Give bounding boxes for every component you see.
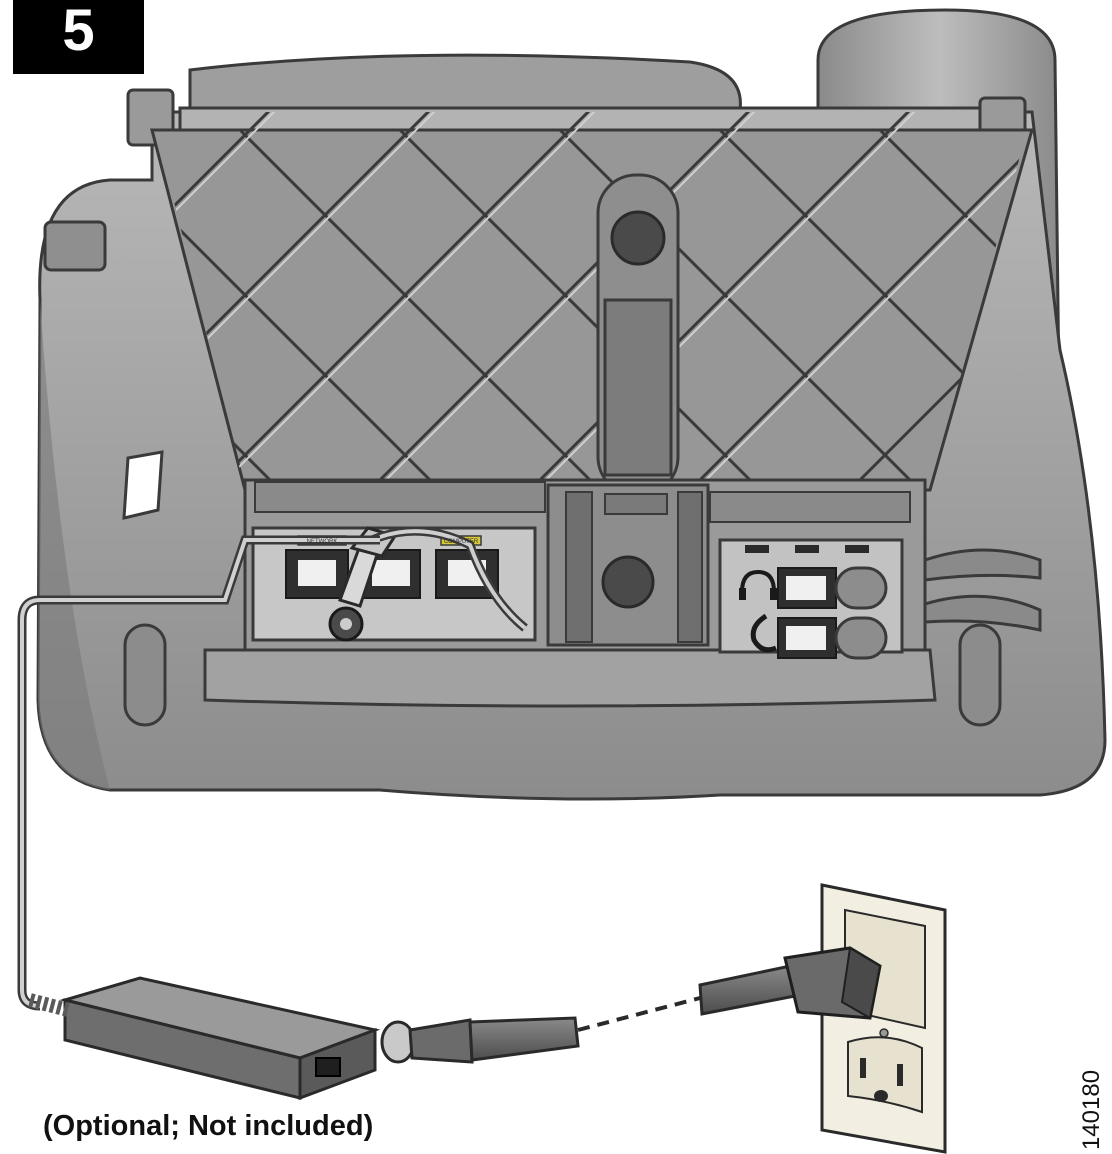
headset-port[interactable] bbox=[777, 566, 888, 610]
handset-icon bbox=[750, 613, 777, 653]
network-port-label: NETWORK bbox=[307, 539, 338, 545]
computer-port[interactable] bbox=[435, 549, 499, 599]
network-port[interactable] bbox=[285, 549, 349, 599]
step-number-badge: 5 bbox=[13, 0, 144, 74]
wall-outlet bbox=[783, 883, 947, 1154]
foot-stand bbox=[126, 88, 1034, 497]
power-jack[interactable] bbox=[328, 606, 364, 642]
figure-id: 140180 bbox=[1078, 1069, 1105, 1151]
ac-power-cord bbox=[380, 963, 802, 1064]
computer-port-label: COMPUTER bbox=[444, 539, 479, 545]
power-adapter bbox=[28, 976, 381, 1101]
headset-icon bbox=[739, 569, 777, 600]
connector-bay bbox=[243, 478, 927, 660]
handset-port[interactable] bbox=[777, 616, 888, 660]
adapter-caption: (Optional; Not included) bbox=[43, 1110, 374, 1142]
